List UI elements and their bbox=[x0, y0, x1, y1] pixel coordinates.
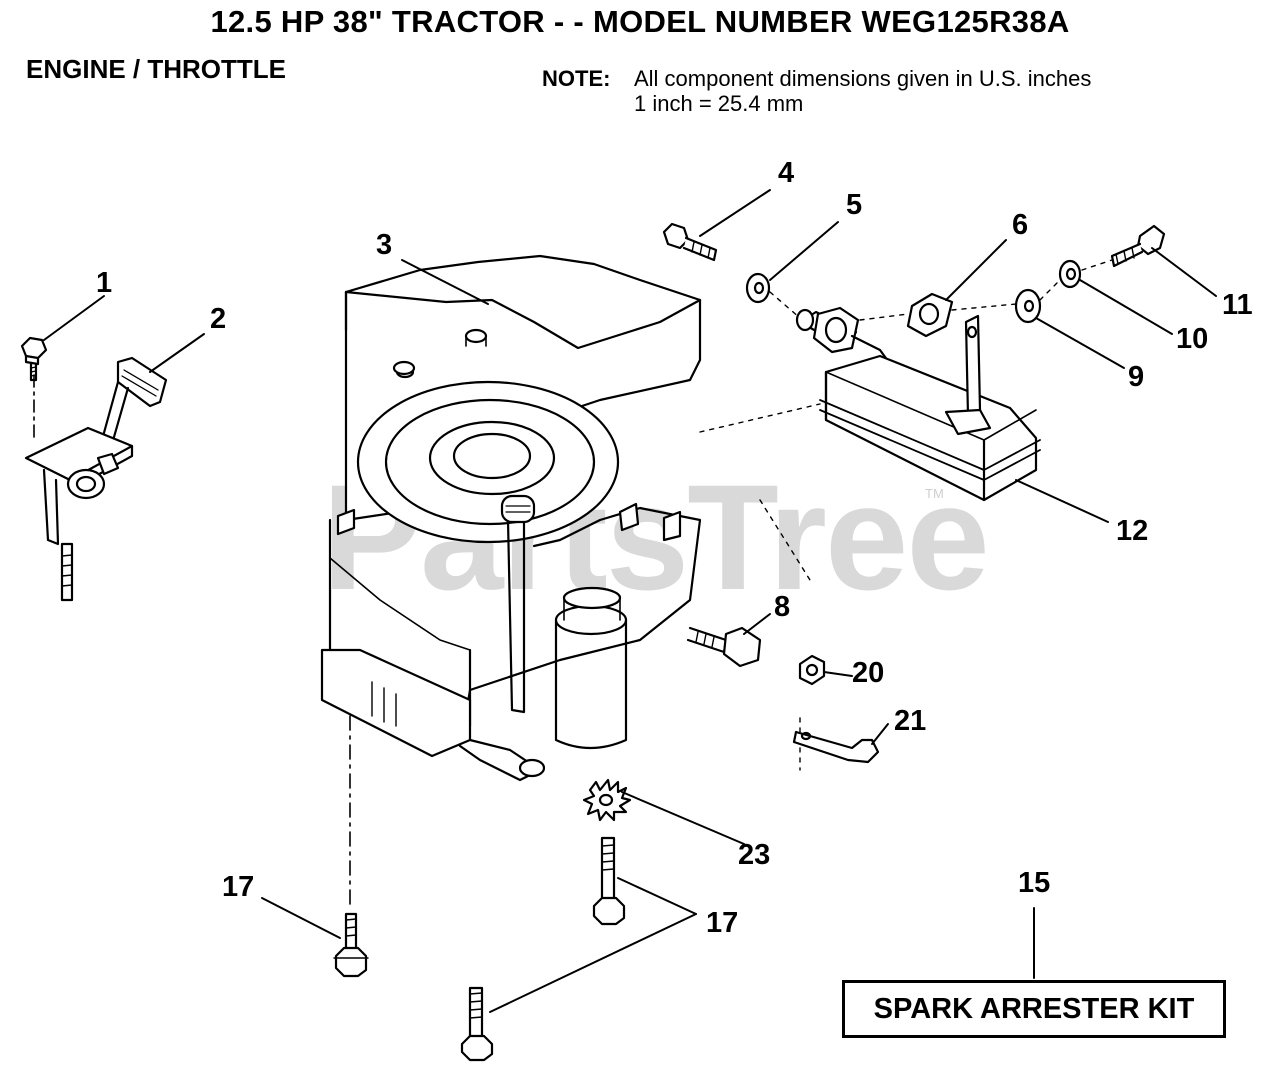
part-3-engine bbox=[320, 254, 702, 907]
page-title: 12.5 HP 38" TRACTOR - - MODEL NUMBER WEG… bbox=[210, 4, 1070, 39]
part-1-bolt bbox=[20, 336, 48, 382]
part-21-clamp bbox=[792, 730, 880, 764]
note-text-conversion: 1 inch = 25.4 mm bbox=[634, 91, 804, 116]
part-10-lock-washer bbox=[1058, 259, 1082, 289]
part-11-bolt bbox=[1110, 224, 1166, 268]
part-17-bolt-left bbox=[333, 912, 369, 978]
part-5-washer bbox=[745, 272, 771, 304]
callout-9: 9 bbox=[1128, 361, 1144, 393]
part-8-bolt bbox=[686, 626, 762, 668]
part-23-star-washer bbox=[582, 778, 632, 822]
callout-5: 5 bbox=[846, 189, 862, 221]
callout-labels: 1 2 3 4 5 6 11 10 9 12 8 20 21 23 17 17 … bbox=[96, 157, 1253, 939]
spark-arrester-kit-label: SPARK ARRESTER KIT bbox=[873, 992, 1195, 1025]
callout-6: 6 bbox=[1012, 209, 1028, 241]
callout-8: 8 bbox=[774, 591, 790, 623]
leader-lines bbox=[43, 189, 1217, 1013]
spark-arrester-kit-box: SPARK ARRESTER KIT bbox=[842, 980, 1226, 1038]
part-20-nut bbox=[798, 654, 826, 686]
callout-10: 10 bbox=[1176, 323, 1208, 355]
callout-23: 23 bbox=[738, 839, 770, 871]
part-6-gasket bbox=[906, 292, 954, 338]
part-17-bolt-middle bbox=[592, 836, 626, 926]
callout-11: 11 bbox=[1222, 289, 1253, 321]
callout-12: 12 bbox=[1116, 515, 1148, 547]
note-text-dimensions: All component dimensions given in U.S. i… bbox=[634, 66, 1092, 91]
note-label: NOTE: bbox=[542, 66, 611, 91]
section-heading: ENGINE / THROTTLE bbox=[26, 54, 286, 84]
callout-17-right: 17 bbox=[706, 907, 738, 939]
callout-4: 4 bbox=[778, 157, 794, 189]
watermark-trademark: TM bbox=[925, 486, 944, 501]
part-4-bolt bbox=[662, 222, 718, 262]
callout-21: 21 bbox=[894, 705, 926, 737]
part-12-muffler bbox=[819, 314, 1041, 502]
assembly-guide-lines bbox=[699, 259, 1113, 771]
part-17-bolt-bottom bbox=[460, 986, 494, 1062]
part-9-washer bbox=[1014, 288, 1042, 324]
callout-20: 20 bbox=[852, 657, 884, 689]
callout-2: 2 bbox=[210, 303, 226, 335]
callout-15: 15 bbox=[1018, 867, 1050, 899]
callout-17-left: 17 bbox=[222, 871, 254, 903]
callout-1: 1 bbox=[96, 267, 112, 299]
callout-3: 3 bbox=[376, 229, 392, 261]
part-2-throttle-control bbox=[24, 356, 168, 602]
